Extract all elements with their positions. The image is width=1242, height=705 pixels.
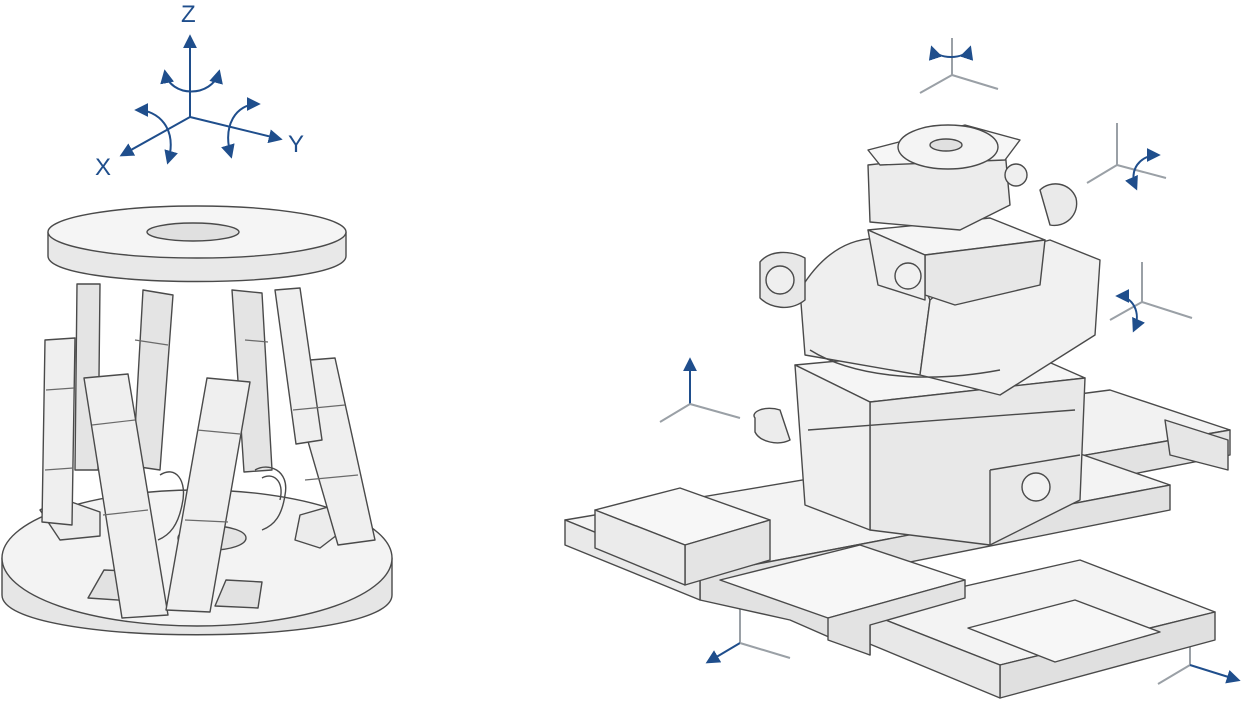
x-axis-label: X (95, 154, 112, 181)
hexapod (1, 205, 393, 636)
base-cutout-right (214, 579, 263, 609)
carriage-lower-top (967, 599, 1161, 663)
tower-lower-left (794, 364, 871, 531)
z-rotation-arrow (160, 69, 223, 93)
strut-front-3 (165, 377, 251, 613)
cable-left (157, 471, 185, 541)
stacked-positioning-stage (564, 124, 1231, 699)
rotary-disk-hole (929, 138, 963, 152)
y-carriage-front (827, 579, 966, 656)
cradle-curve (809, 349, 1001, 378)
x-rotation-arrow (134, 103, 178, 165)
strut-back-1 (132, 289, 174, 471)
strut-front-5 (274, 287, 323, 445)
rotary-side-knob (1004, 163, 1028, 187)
x-axis (119, 116, 191, 157)
tower-side-knob (1021, 472, 1051, 502)
coordinate-axes (119, 34, 283, 165)
axis-glyph-right-1 (1086, 123, 1167, 191)
axis-glyph-left (659, 357, 741, 423)
axis-glyph-top (919, 38, 999, 94)
cable-right (254, 466, 287, 531)
strut-front-1 (41, 337, 76, 526)
tower-left-knob (753, 407, 791, 444)
rotation-block-knob (894, 262, 922, 290)
axis-glyphs (659, 38, 1241, 685)
cable-right-2 (261, 475, 282, 501)
hexapod-top-hole (146, 222, 240, 242)
y-axis-label: Y (288, 131, 305, 158)
axis-glyph-bottom-1 (705, 605, 791, 664)
rail-back-end (1164, 419, 1229, 471)
y-stage-left-block-side (594, 509, 686, 586)
y-axis (189, 116, 283, 144)
z-axis-label: Z (181, 1, 196, 28)
axis-glyph-right-2 (1109, 262, 1193, 333)
strut-front-2 (83, 373, 169, 619)
rotary-stage-knob (1039, 183, 1078, 227)
y-rotation-arrow (221, 97, 261, 159)
